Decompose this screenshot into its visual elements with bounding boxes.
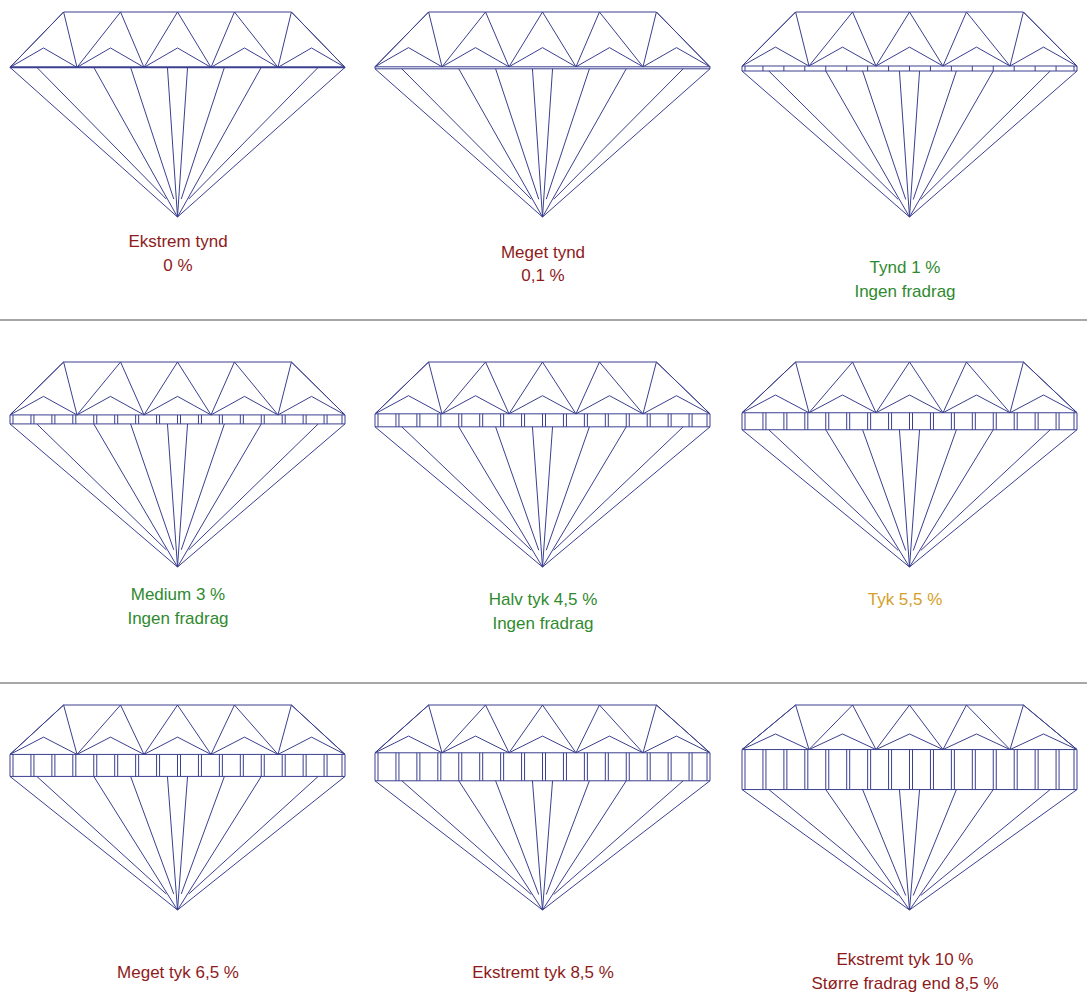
caption-text: Større fradrag end 8,5 %	[811, 974, 998, 994]
caption-text: Meget tynd	[501, 243, 585, 263]
caption-text: Ekstremt tyk 10 %	[837, 950, 974, 970]
diamond-drawing	[742, 362, 1077, 567]
diamond-drawing	[742, 12, 1077, 217]
caption-text: Tyk 5,5 %	[868, 590, 943, 610]
caption-text: Ekstremt tyk 8,5 %	[472, 963, 614, 983]
diamond-drawing	[375, 705, 710, 910]
diamond-drawing	[375, 362, 710, 567]
diamond-drawing	[10, 12, 345, 217]
diamond-drawing	[375, 12, 710, 217]
row-separator	[0, 319, 1087, 321]
caption-text: Ingen fradrag	[492, 614, 593, 634]
row-separator	[0, 682, 1087, 684]
caption-text: 0,1 %	[521, 266, 564, 286]
caption-text: 0 %	[163, 256, 192, 276]
caption-text: Tynd 1 %	[870, 258, 941, 278]
diamond-drawing	[10, 705, 345, 910]
caption-text: Ingen fradrag	[854, 282, 955, 302]
caption-text: Medium 3 %	[131, 585, 225, 605]
diamond-drawing	[10, 362, 345, 567]
caption-text: Halv tyk 4,5 %	[489, 590, 598, 610]
caption-text: Meget tyk 6,5 %	[117, 963, 239, 983]
diamond-drawing	[742, 705, 1077, 910]
caption-text: Ekstrem tynd	[128, 232, 227, 252]
caption-text: Ingen fradrag	[127, 609, 228, 629]
